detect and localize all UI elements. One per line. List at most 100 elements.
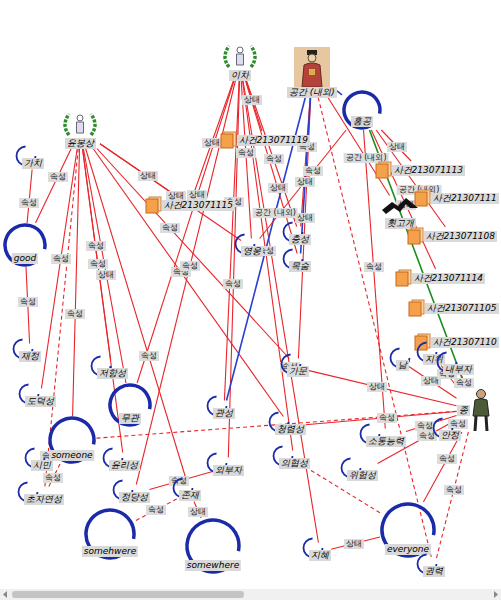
edge-label: 상태 xyxy=(295,177,315,187)
edge-label: 속성 xyxy=(454,378,474,388)
event-icon xyxy=(145,196,162,214)
edge-label: 상태 xyxy=(295,213,315,223)
node-label: 소통능력 xyxy=(366,436,406,447)
edge-label: 속성 xyxy=(448,419,468,429)
edge-label: 상태 xyxy=(367,382,387,392)
edge-label: 상태 xyxy=(344,539,364,549)
ring-node: good xyxy=(3,223,47,267)
laurel-icon xyxy=(60,112,100,138)
node-label: everyone xyxy=(385,544,431,555)
ring-arc xyxy=(177,510,248,581)
tag-node: 소통능력 xyxy=(366,429,406,448)
ring-node: somewhere xyxy=(185,518,241,574)
ring-label-wrap: somehwere xyxy=(82,539,138,558)
king-portrait xyxy=(294,47,330,87)
node-label: 사건21307110 xyxy=(431,337,499,348)
event-node: 사건213071108 xyxy=(407,227,498,245)
tag-node: 재정 xyxy=(19,344,41,363)
node-label: 재정 xyxy=(19,351,41,362)
event-node: 사건213071105 xyxy=(408,299,499,317)
tag-node: 도덕성 xyxy=(25,389,56,408)
node-label: 윤봉상 xyxy=(65,138,96,149)
tag-node: 권력 xyxy=(423,559,445,578)
relation-line xyxy=(370,130,466,388)
edge-label: 속성 xyxy=(417,431,437,441)
edge-label: 속성 xyxy=(264,154,284,164)
node-label: 종 xyxy=(457,405,470,416)
event-sheet xyxy=(408,230,420,244)
node-label: 의협성 xyxy=(279,458,310,469)
ring-arc xyxy=(103,378,158,433)
node-label: 공간 (내외) xyxy=(287,87,337,98)
portrait-bg xyxy=(294,47,330,87)
edge-label: 속성 xyxy=(146,505,166,515)
node-label: 사건21307111 xyxy=(431,193,499,204)
event-icon xyxy=(395,269,412,287)
edge-label: 속성 xyxy=(43,473,63,483)
person-legs xyxy=(475,416,487,431)
relation-line xyxy=(136,81,235,485)
edge-label: 속성 xyxy=(86,241,106,251)
ring-node: everyone xyxy=(380,502,436,558)
edge-label: 속성 xyxy=(415,421,435,431)
ring-arc xyxy=(372,494,443,565)
relation-line xyxy=(309,371,457,406)
tag-node: 존재 xyxy=(179,483,201,502)
laurel-node: 윤봉상 xyxy=(60,112,100,149)
node-label: somewhere xyxy=(185,560,241,571)
event-sheet xyxy=(409,302,421,316)
place-glyph xyxy=(382,198,418,214)
icon-node: 횟고개 xyxy=(380,196,420,229)
figure-head xyxy=(77,115,83,121)
ring-arc xyxy=(337,85,386,134)
node-label: 충성 xyxy=(289,234,311,245)
node-label: 가문 xyxy=(287,366,309,377)
person-node: 종 xyxy=(457,388,492,432)
relation-line xyxy=(83,149,123,453)
tag-node: 안정 xyxy=(439,423,461,442)
tag-node: 내부자 xyxy=(443,357,474,376)
node-label: 영웅 xyxy=(241,246,263,257)
node-label: 관성 xyxy=(213,408,235,419)
portrait-robe xyxy=(302,63,322,87)
relation-line xyxy=(83,149,126,384)
edge-label: 속성 xyxy=(139,351,159,361)
person-head xyxy=(476,390,485,399)
edge-label: 공간 (내외) xyxy=(253,208,298,218)
edge-label: 속성 xyxy=(303,166,323,176)
tag-node: 영웅 xyxy=(241,239,263,258)
relation-line xyxy=(337,91,342,95)
edge-label: 상태 xyxy=(387,142,407,152)
event-node: 사건21307111 xyxy=(414,189,499,207)
node-label: 도덕성 xyxy=(25,396,56,407)
node-label: 권력 xyxy=(423,566,445,577)
node-label: 존재 xyxy=(179,490,201,501)
relation-line xyxy=(73,149,80,417)
person-body xyxy=(473,399,489,417)
tag-node: 외부자 xyxy=(213,458,244,477)
event-icon xyxy=(375,161,392,179)
edge-label: 속성 xyxy=(180,261,200,271)
person-figure xyxy=(470,388,492,432)
event-node: 사건213071115 xyxy=(145,196,236,214)
node-label: 안정 xyxy=(439,430,461,441)
tag-node: 저항성 xyxy=(97,361,128,380)
node-label: somehwere xyxy=(82,546,138,557)
edge-label: 상태 xyxy=(242,95,262,105)
relation-line xyxy=(193,81,234,197)
ring-label-wrap: somewhere xyxy=(185,553,241,572)
scrollbar-thumb xyxy=(12,591,244,598)
edge-label: 속성 xyxy=(48,172,68,182)
edge-label: 속성 xyxy=(169,476,189,486)
ring-label-wrap: 홍공 xyxy=(351,109,373,128)
figure-body xyxy=(237,54,244,65)
laurel-branch xyxy=(91,114,95,135)
tag-node: 윤리성 xyxy=(109,453,140,472)
edge-label: 속성 xyxy=(65,309,85,319)
edge-label: 상태 xyxy=(268,183,288,193)
node-label: 무관 xyxy=(119,413,141,424)
node-label: 위험성 xyxy=(347,470,378,481)
event-icon xyxy=(407,227,424,245)
event-sheet xyxy=(146,199,158,213)
